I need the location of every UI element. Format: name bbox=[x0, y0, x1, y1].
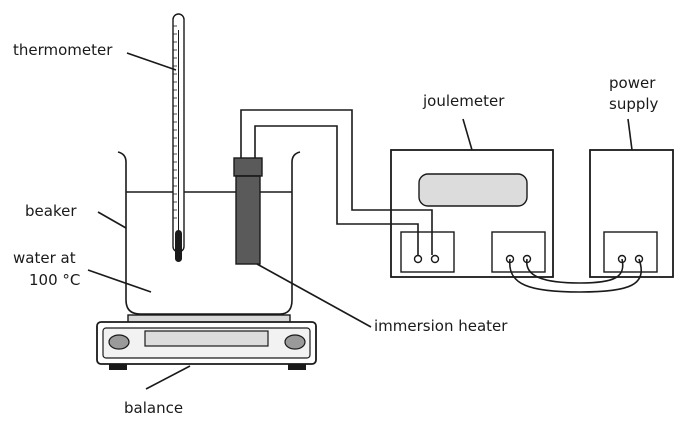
joulemeter-input-panel bbox=[400, 231, 455, 273]
beaker bbox=[117, 151, 301, 315]
power-supply-label-line1: power bbox=[609, 74, 656, 92]
thermometer bbox=[172, 13, 185, 262]
supply-wires bbox=[509, 258, 642, 293]
water-leader bbox=[87, 269, 152, 293]
power-supply-panel bbox=[603, 231, 658, 273]
thermometer-label: thermometer bbox=[13, 41, 113, 59]
balance-foot-right bbox=[288, 364, 306, 370]
immersion-heater-label: immersion heater bbox=[374, 317, 508, 335]
joulemeter-leader bbox=[462, 118, 473, 151]
heater-wires bbox=[240, 109, 433, 255]
immersion-heater bbox=[233, 157, 263, 265]
balance-label: balance bbox=[124, 399, 183, 417]
power-supply bbox=[589, 149, 674, 278]
immersion-heater-leader bbox=[256, 263, 372, 328]
joulemeter-output-panel bbox=[491, 231, 546, 273]
water-label-line1: water at bbox=[13, 249, 76, 267]
balance bbox=[96, 314, 317, 370]
joulemeter-label: joulemeter bbox=[422, 92, 505, 110]
joulemeter bbox=[390, 149, 554, 278]
joulemeter-display bbox=[418, 173, 528, 207]
thermometer-bulb bbox=[175, 230, 182, 262]
balance-display bbox=[144, 330, 269, 347]
power-supply-leader bbox=[627, 118, 633, 151]
beaker-leader bbox=[97, 211, 127, 229]
balance-knob-right bbox=[284, 334, 306, 350]
balance-leader bbox=[145, 365, 191, 390]
balance-foot-left bbox=[109, 364, 127, 370]
power-supply-label-line2: supply bbox=[609, 95, 659, 113]
water-label-line2: 100 °C bbox=[29, 271, 80, 289]
balance-knob-left bbox=[108, 334, 130, 350]
thermometer-leader bbox=[126, 52, 177, 71]
beaker-label: beaker bbox=[25, 202, 77, 220]
leader-lines bbox=[87, 52, 633, 390]
